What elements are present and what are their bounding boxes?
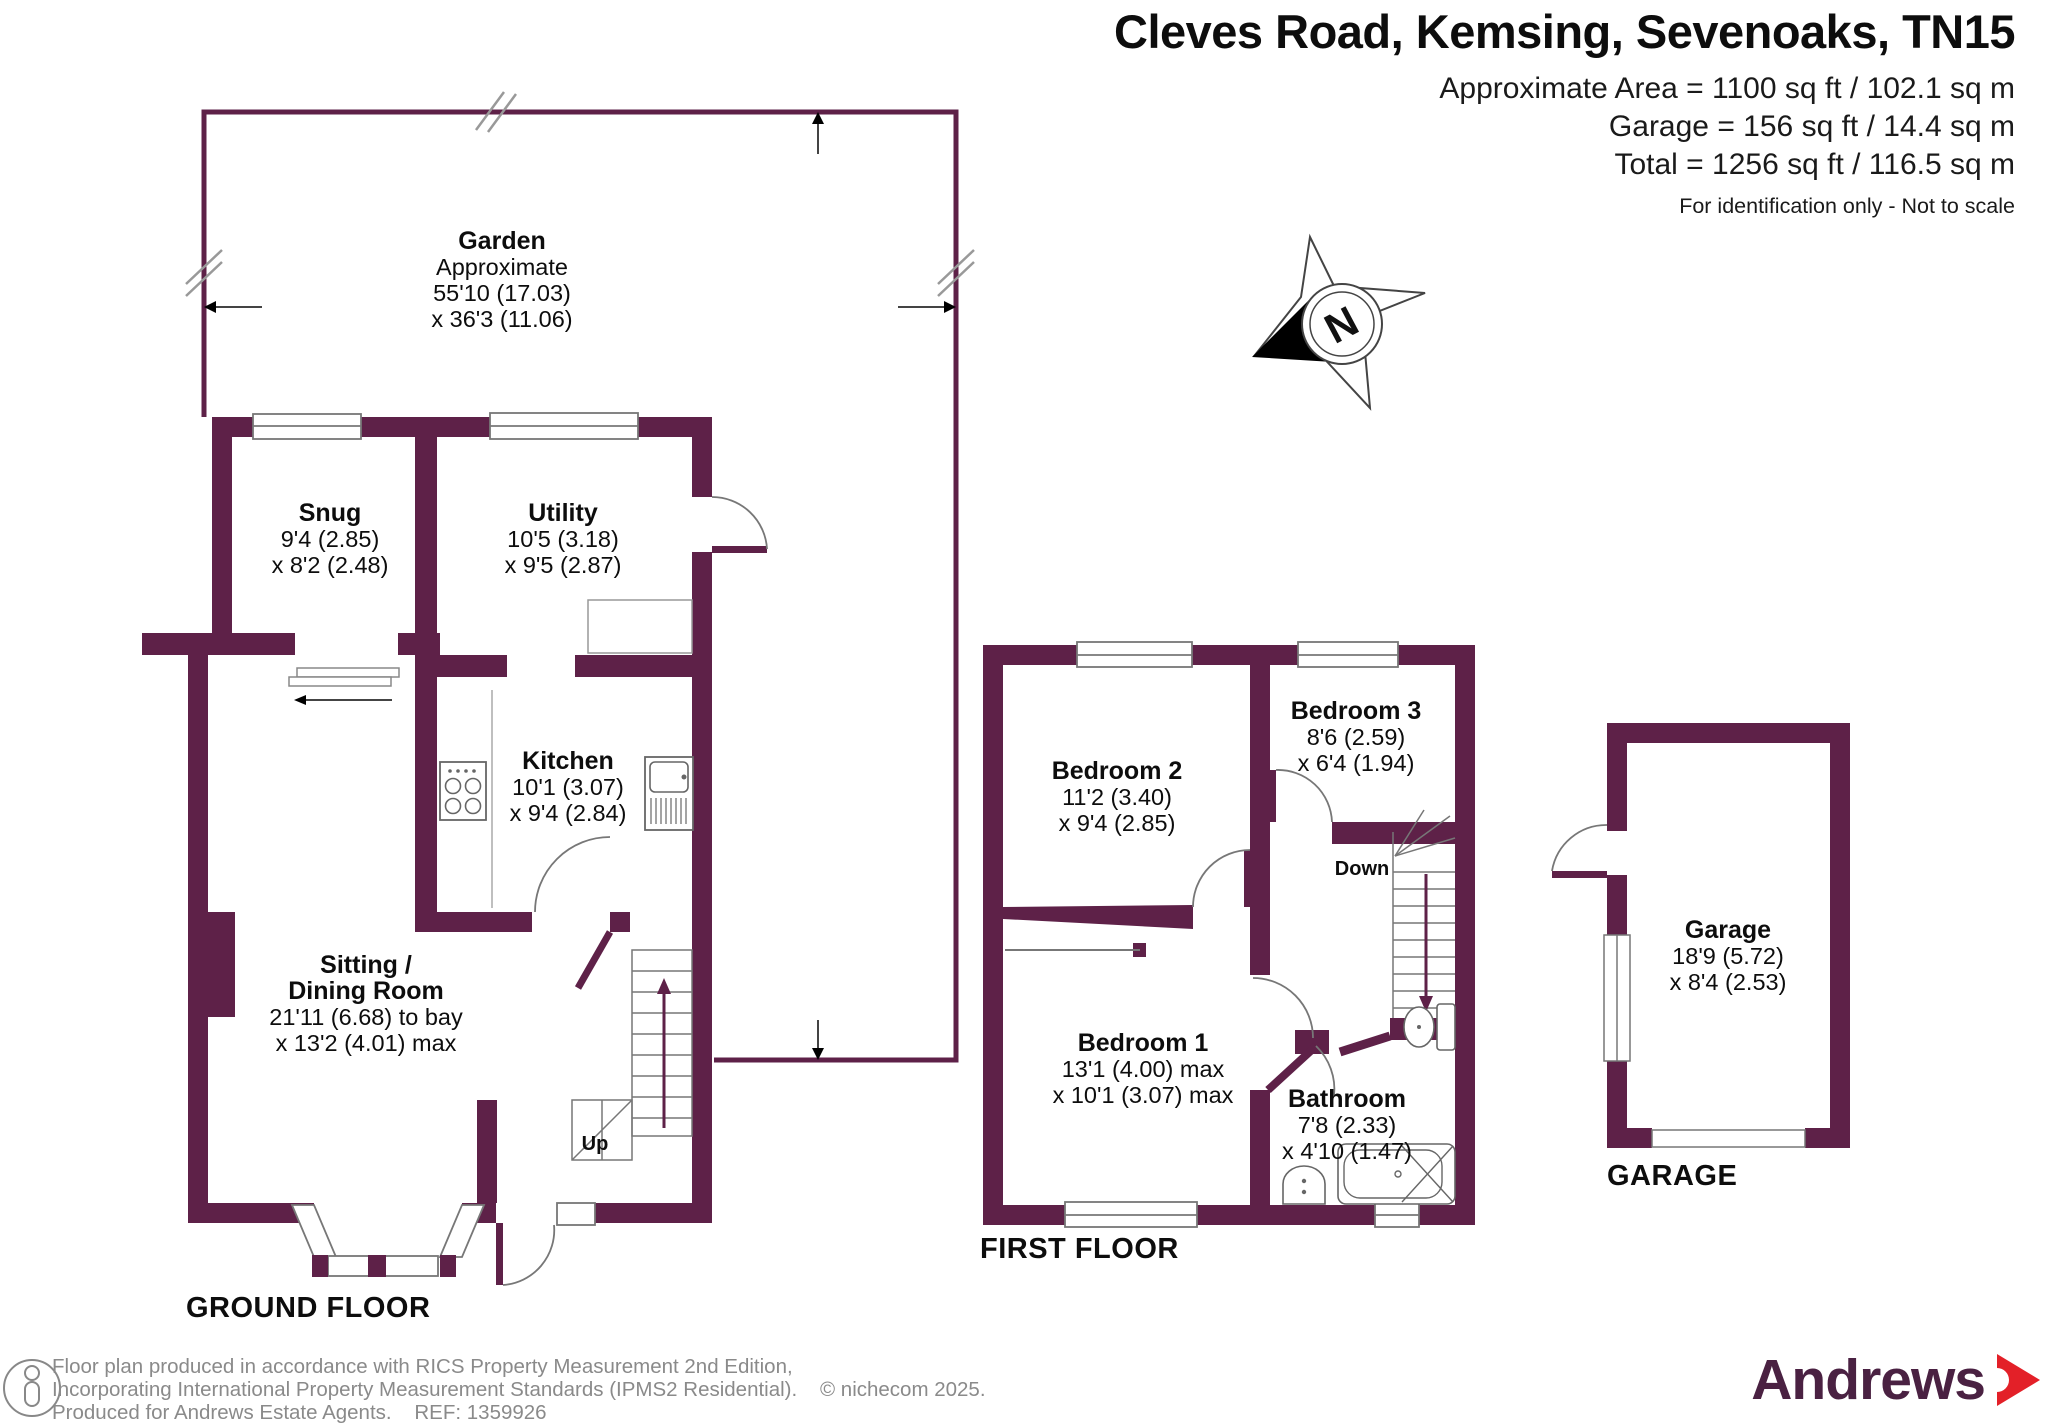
toilet-icon [1403,1003,1456,1051]
ground-floor-windows [252,412,639,1277]
garage-walls [1607,723,1850,1148]
footer-line-1: Floor plan produced in accordance with R… [52,1355,793,1378]
utility-label: Utility 10'5 (3.18) x 9'5 (2.87) [504,499,622,578]
kitchen-label: Kitchen 10'1 (3.07) x 9'4 (2.84) [509,747,627,826]
first-floor-windows [1064,641,1420,1228]
stairs-down-label: Down [1334,858,1390,880]
garden-dimension-arrows [204,112,956,1060]
bath-icon [1337,1143,1456,1205]
compass-icon: N [1252,233,1426,411]
snug-label: Snug 9'4 (2.85) x 8'2 (2.48) [271,499,389,578]
page-title: Cleves Road, Kemsing, Sevenoaks, TN15 [1114,5,2015,58]
garage-title: GARAGE [1607,1160,1738,1192]
first-floor-doors [1192,769,1392,1097]
basin-icon [1282,1165,1326,1205]
ground-floor-doors [496,496,768,1286]
garage-openings [1551,824,1806,1148]
bedroom1-label: Bedroom 1 13'1 (4.00) max x 10'1 (3.07) … [1052,1029,1234,1108]
scale-disclaimer: For identification only - Not to scale [1679,194,2015,218]
sliding-door [288,667,400,705]
garage-area-line: Garage = 156 sq ft / 14.4 sq m [1608,110,2015,143]
garden-boundary [185,91,975,1063]
person-badge-icon [3,1359,61,1417]
bedroom3-label: Bedroom 3 8'6 (2.59) x 6'4 (1.94) [1290,697,1422,776]
ground-floor-walls [142,417,712,1223]
first-floor-stairs [1392,809,1456,1018]
andrews-logo-text: Andrews [1751,1348,1986,1412]
total-area-line: Total = 1256 sq ft / 116.5 sq m [1614,148,2015,181]
bedroom2-label: Bedroom 2 11'2 (3.40) x 9'4 (2.85) [1051,757,1183,836]
utility-worktop [587,599,693,654]
sink-icon [644,756,694,831]
approximate-area-line: Approximate Area = 1100 sq ft / 102.1 sq… [1439,72,2015,105]
garden-label: Garden Approximate 55'10 (17.03) x 36'3 … [431,227,573,332]
garage-room-label: Garage 18'9 (5.72) x 8'4 (2.53) [1669,916,1787,995]
bathroom-label: Bathroom 7'8 (2.33) x 4'10 (1.47) [1282,1085,1412,1164]
andrews-arrow-icon [1997,1354,2040,1406]
footer-line-2: Incorporating International Property Mea… [52,1378,986,1401]
footer-line-3: Produced for Andrews Estate Agents. REF:… [52,1401,547,1424]
sitting-dining-label: Sitting / Dining Room 21'11 (6.68) to ba… [269,951,463,1056]
hob-icon [439,761,487,821]
ground-floor-stairs [571,949,693,1161]
first-floor-title: FIRST FLOOR [980,1233,1179,1265]
stairs-up-label: Up [581,1133,609,1155]
ground-floor-title: GROUND FLOOR [186,1292,431,1324]
